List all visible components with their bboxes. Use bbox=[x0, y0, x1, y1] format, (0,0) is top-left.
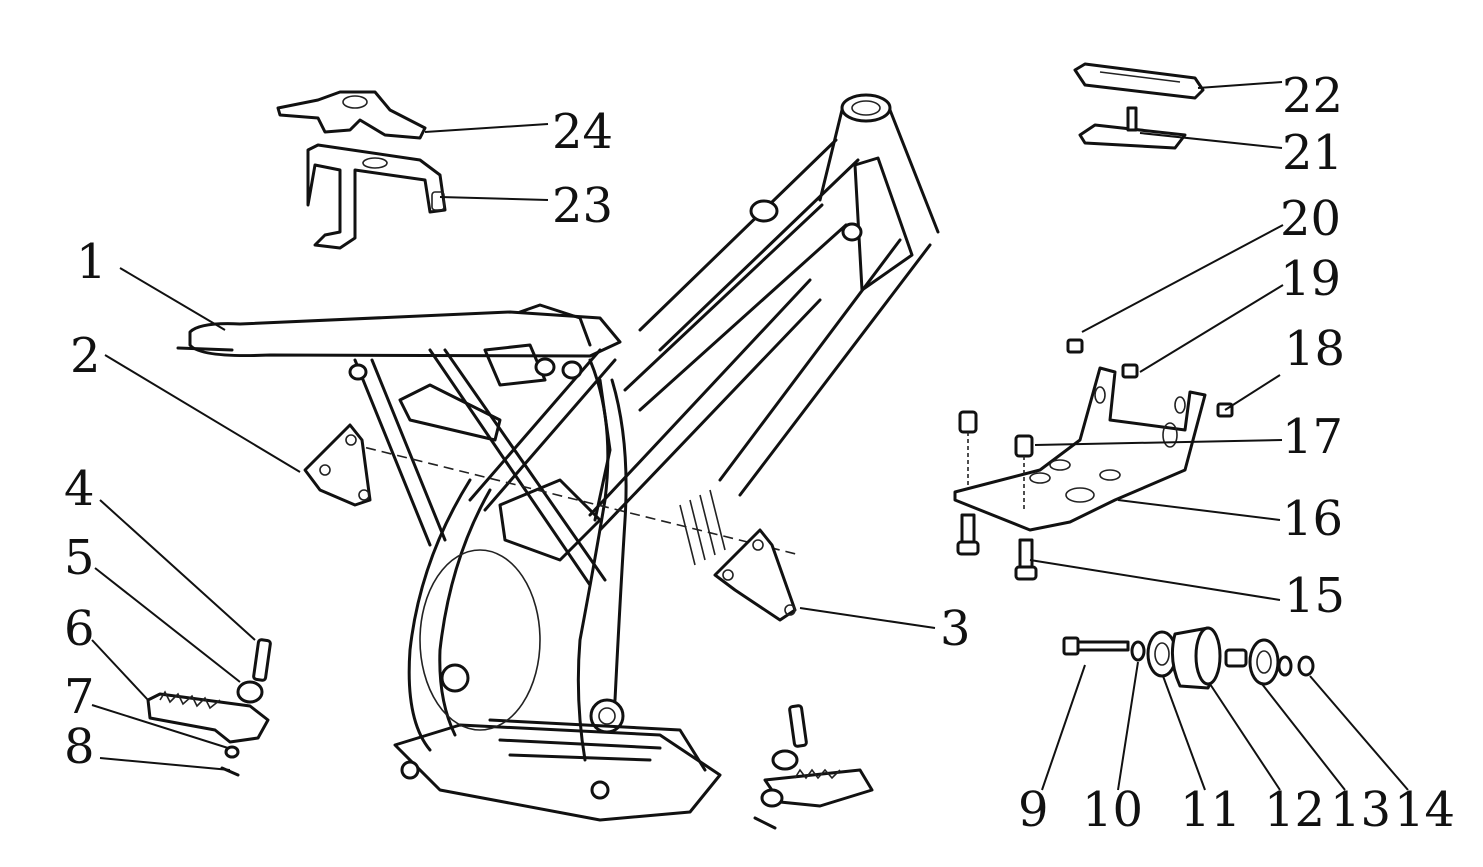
callout-10: 10 bbox=[1082, 782, 1143, 838]
callout-16: 16 bbox=[1282, 491, 1343, 547]
callout-1: 1 bbox=[76, 234, 107, 290]
part-2-left-bracket bbox=[303, 423, 372, 507]
callout-6: 6 bbox=[64, 601, 95, 657]
callout-19: 19 bbox=[1280, 251, 1341, 307]
part-9-14-roller-assembly bbox=[1062, 626, 1315, 690]
part-3-right-bracket bbox=[713, 528, 797, 622]
callout-9: 9 bbox=[1018, 782, 1049, 838]
callout-23: 23 bbox=[552, 178, 613, 234]
callout-7: 7 bbox=[64, 669, 95, 725]
callout-2: 2 bbox=[70, 328, 101, 384]
callout-15: 15 bbox=[1284, 568, 1345, 624]
callout-13: 13 bbox=[1330, 782, 1391, 838]
leader-lines bbox=[91, 81, 1409, 791]
callout-14: 14 bbox=[1394, 782, 1455, 838]
callout-20: 20 bbox=[1280, 191, 1341, 247]
callout-labels: 1 2 3 4 5 6 7 8 9 10 11 12 13 14 15 16 1… bbox=[64, 68, 1455, 838]
part-23-bracket bbox=[306, 143, 447, 250]
callout-17: 17 bbox=[1282, 409, 1343, 465]
callout-4: 4 bbox=[64, 461, 95, 517]
right-footpeg-assembly bbox=[753, 704, 874, 830]
part-22-plate bbox=[1073, 62, 1205, 100]
callout-18: 18 bbox=[1284, 321, 1345, 377]
main-frame bbox=[176, 93, 940, 822]
callout-22: 22 bbox=[1282, 68, 1343, 124]
callout-12: 12 bbox=[1264, 782, 1325, 838]
part-24-top-bracket bbox=[276, 90, 427, 140]
callout-5: 5 bbox=[64, 530, 95, 586]
callout-3: 3 bbox=[940, 601, 971, 657]
part-21-plate bbox=[1078, 106, 1187, 150]
callout-11: 11 bbox=[1180, 782, 1241, 838]
callout-24: 24 bbox=[552, 104, 613, 160]
left-footpeg-assembly bbox=[146, 638, 272, 777]
part-15-bolts bbox=[956, 513, 1038, 581]
callout-21: 21 bbox=[1282, 125, 1343, 181]
callout-8: 8 bbox=[64, 719, 95, 775]
part-16-skid-plate bbox=[953, 338, 1234, 532]
